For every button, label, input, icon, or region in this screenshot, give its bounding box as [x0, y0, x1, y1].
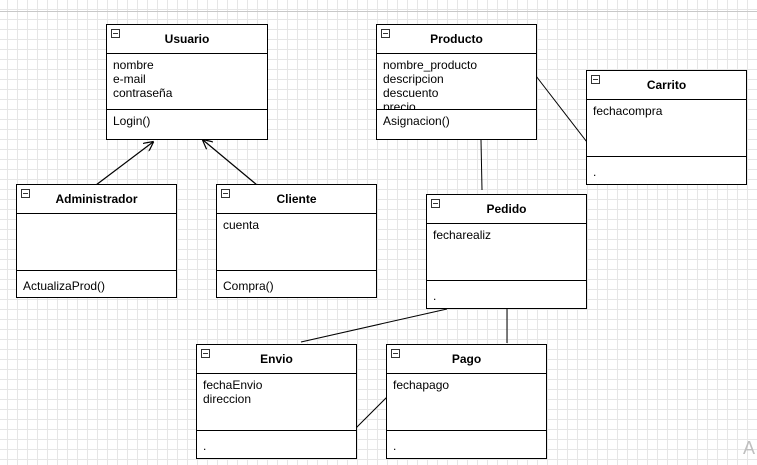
class-name: Envio	[260, 352, 293, 366]
class-carrito[interactable]: Carrito fechacompra .	[586, 70, 747, 185]
attribute: e-mail	[113, 72, 146, 86]
attribute: fecharealiz	[433, 228, 492, 242]
attributes-compartment[interactable]: nombre e-mail contraseña	[107, 54, 267, 110]
operations-compartment[interactable]: .	[587, 157, 746, 184]
attributes-compartment[interactable]: fechaEnvio direccion	[197, 374, 356, 431]
operations-compartment[interactable]: Compra()	[217, 271, 376, 297]
canvas-top-border	[0, 11, 757, 12]
attribute: descuento	[383, 86, 439, 100]
attribute: nombre	[113, 58, 154, 72]
class-name: Usuario	[164, 32, 210, 46]
collapse-icon[interactable]	[201, 349, 210, 358]
class-header[interactable]: Pedido	[427, 195, 586, 224]
operations-compartment[interactable]: Asignacion()	[377, 110, 536, 139]
class-name: Pago	[451, 352, 482, 366]
attribute: fechapago	[393, 378, 450, 392]
class-header[interactable]: Administrador	[17, 185, 176, 214]
collapse-icon[interactable]	[21, 189, 30, 198]
attributes-compartment[interactable]: fecharealiz	[427, 224, 586, 281]
relation-producto-pedido[interactable]	[480, 139, 483, 191]
class-producto[interactable]: Producto nombre_producto descripcion des…	[376, 24, 537, 140]
class-name: Administrador	[55, 192, 138, 206]
collapse-icon[interactable]	[111, 29, 120, 38]
class-name: Pedido	[486, 202, 527, 216]
class-header[interactable]: Envio	[197, 345, 356, 374]
class-pago[interactable]: Pago fechapago .	[386, 344, 547, 459]
operations-compartment[interactable]: .	[427, 281, 586, 308]
class-administrador[interactable]: Administrador ActualizaProd()	[16, 184, 177, 298]
operation: Login()	[113, 114, 151, 128]
relation-administrador-usuario[interactable]	[95, 142, 153, 186]
operation: .	[203, 439, 207, 453]
attributes-compartment[interactable]: fechapago	[387, 374, 546, 431]
class-envio[interactable]: Envio fechaEnvio direccion .	[196, 344, 357, 459]
operation: Asignacion()	[383, 114, 450, 128]
class-header[interactable]: Producto	[377, 25, 536, 54]
class-name: Producto	[430, 32, 483, 46]
attributes-compartment[interactable]: nombre_producto descripcion descuento pr…	[377, 54, 536, 110]
attribute: precio	[383, 100, 416, 110]
attribute: fechacompra	[593, 104, 663, 118]
attributes-compartment[interactable]: cuenta	[217, 214, 376, 271]
corner-watermark-text: A	[742, 438, 755, 458]
attribute: nombre_producto	[383, 58, 478, 72]
collapse-icon[interactable]	[391, 349, 400, 358]
class-name: Cliente	[276, 192, 317, 206]
class-header[interactable]: Pago	[387, 345, 546, 374]
attribute: descripcion	[383, 72, 444, 86]
relation-envio-pago[interactable]	[355, 396, 388, 429]
class-header[interactable]: Carrito	[587, 71, 746, 100]
relation-pedido-envio[interactable]	[300, 308, 448, 343]
attribute: fechaEnvio	[203, 378, 263, 392]
collapse-icon[interactable]	[381, 29, 390, 38]
operations-compartment[interactable]: Login()	[107, 110, 267, 139]
class-pedido[interactable]: Pedido fecharealiz .	[426, 194, 587, 309]
collapse-icon[interactable]	[591, 75, 600, 84]
operation: .	[433, 289, 437, 303]
relation-cliente-usuario[interactable]	[203, 140, 258, 186]
attributes-compartment[interactable]	[17, 214, 176, 271]
operation: .	[393, 439, 397, 453]
relation-producto-carrito[interactable]	[535, 75, 591, 147]
operations-compartment[interactable]: .	[197, 431, 356, 458]
collapse-icon[interactable]	[221, 189, 230, 198]
class-name: Carrito	[646, 78, 687, 92]
operation: Compra()	[223, 279, 274, 293]
attributes-compartment[interactable]: fechacompra	[587, 100, 746, 157]
class-usuario[interactable]: Usuario nombre e-mail contraseña Login()	[106, 24, 268, 140]
attribute: cuenta	[223, 218, 260, 232]
class-header[interactable]: Cliente	[217, 185, 376, 214]
operations-compartment[interactable]: .	[387, 431, 546, 458]
class-header[interactable]: Usuario	[107, 25, 267, 54]
attribute: contraseña	[113, 86, 173, 100]
attribute: direccion	[203, 392, 252, 406]
operation: ActualizaProd()	[23, 279, 106, 293]
operation: .	[593, 165, 597, 179]
class-cliente[interactable]: Cliente cuenta Compra()	[216, 184, 377, 298]
operations-compartment[interactable]: ActualizaProd()	[17, 271, 176, 297]
collapse-icon[interactable]	[431, 199, 440, 208]
